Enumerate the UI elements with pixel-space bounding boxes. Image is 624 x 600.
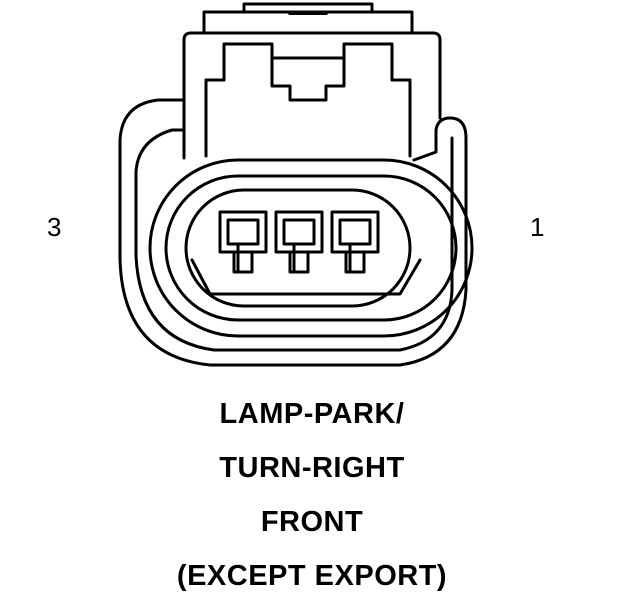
caption-line-3: FRONT [260, 506, 364, 538]
caption-line-2: TURN-RIGHT [219, 452, 405, 484]
connector-diagram [118, 2, 474, 367]
caption-line-4: (EXCEPT EXPORT) [176, 560, 448, 592]
terminal-cavity-pin-3 [218, 210, 268, 274]
terminal-cavity-pin-1 [330, 210, 380, 274]
caption-line-1: LAMP-PARK/ [219, 398, 405, 430]
pin-number-left: 3 [47, 212, 62, 242]
terminal-cavity-pin-2 [274, 210, 324, 274]
connector-latch-tab [182, 2, 442, 160]
pin-number-right: 1 [530, 212, 545, 242]
connector-receptacle [148, 158, 474, 338]
connector-housing [118, 98, 468, 367]
